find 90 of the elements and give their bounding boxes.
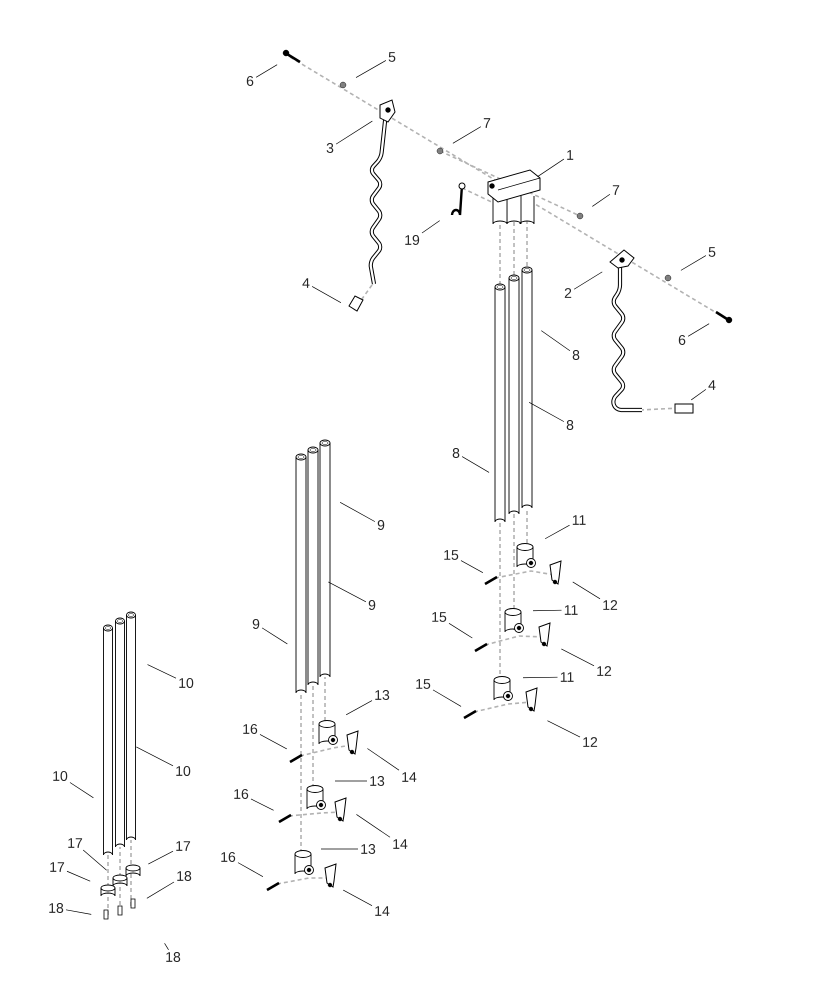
callout-number: 8 [452, 448, 460, 458]
callout-number: 7 [484, 118, 490, 128]
callout-number: 18 [166, 952, 180, 962]
callout-number: 5 [388, 52, 396, 62]
callout-number: 15 [416, 679, 430, 689]
leader-line [148, 850, 174, 864]
callout-number: 15 [432, 612, 446, 622]
leader-line [528, 402, 564, 422]
callout-number: 8 [572, 350, 580, 360]
leader-line [574, 272, 603, 290]
leader-line [328, 582, 366, 602]
callout-number: 3 [326, 143, 334, 153]
leader-line [136, 746, 174, 766]
leader-line [592, 194, 610, 207]
callout-number: 4 [302, 278, 310, 288]
callout-number: 10 [176, 766, 190, 776]
leader-line [680, 255, 706, 271]
leader-line [66, 870, 91, 882]
leader-line [70, 782, 94, 798]
callout-number: 2 [564, 288, 572, 298]
callout-number: 11 [564, 605, 578, 615]
callout-number: 18 [177, 871, 192, 881]
leader-line [422, 220, 440, 234]
callout-number: 16 [221, 852, 236, 862]
leader-line [356, 814, 390, 838]
callout-number: 13 [370, 776, 384, 786]
callout-number: 16 [243, 724, 258, 734]
leader-line [342, 890, 372, 906]
callout-number: 1 [567, 150, 574, 160]
callout-number: 11 [572, 515, 586, 525]
callout-number: 11 [560, 672, 574, 682]
callout-number: 13 [375, 690, 390, 700]
callout-number: 14 [402, 772, 416, 782]
leader-line [432, 690, 462, 707]
callout-number: 17 [68, 838, 82, 848]
callout-number: 8 [566, 420, 574, 430]
callout-number: 10 [53, 771, 68, 781]
callout-number: 18 [49, 903, 64, 913]
callout-number: 4 [708, 380, 716, 390]
leader-line [356, 60, 386, 78]
leader-line [312, 286, 342, 303]
leader-line [688, 323, 710, 337]
callout-number: 9 [368, 600, 376, 610]
callout-number: 17 [176, 841, 190, 851]
callout-number: 17 [50, 862, 64, 872]
callout-number: 16 [234, 789, 248, 799]
callout-number: 12 [597, 666, 612, 676]
callout-number: 6 [678, 335, 686, 345]
callout-number: 9 [252, 619, 260, 629]
callout-number: 15 [444, 550, 458, 560]
leader-line [320, 848, 358, 850]
callout-number: 5 [708, 247, 716, 257]
leader-line [367, 748, 400, 771]
leader-line [238, 862, 264, 877]
callout-number: 14 [393, 839, 408, 849]
leader-line [452, 126, 482, 144]
callout-number: 19 [405, 235, 420, 245]
leader-line [532, 610, 562, 612]
leader-line [336, 120, 373, 144]
leader-line [262, 628, 288, 644]
leader-line [334, 780, 368, 782]
leader-line [346, 700, 372, 716]
leader-line [462, 456, 490, 473]
leader-line [560, 648, 594, 666]
leader-line [547, 720, 580, 738]
callout-number: 10 [179, 678, 194, 688]
callout-number: 13 [361, 844, 376, 854]
callout-number: 6 [246, 76, 254, 86]
leader-line [544, 524, 570, 540]
leader-line [690, 389, 706, 400]
callout-number: 12 [583, 737, 598, 747]
leader-line [250, 798, 274, 811]
callout-number: 12 [603, 600, 618, 610]
callout-number: 9 [378, 520, 384, 530]
leader-line [147, 664, 176, 679]
leader-line [66, 909, 92, 915]
leader-line [340, 502, 376, 522]
callout-number: 14 [375, 906, 390, 916]
leader-line [460, 560, 484, 574]
leader-line [256, 64, 278, 78]
leader-line [146, 882, 174, 899]
leader-line [572, 582, 600, 600]
leader-line [522, 676, 558, 678]
leader-line [164, 943, 169, 950]
callout-number: 7 [612, 185, 620, 195]
leader-line [260, 734, 288, 750]
leader-line [537, 158, 564, 178]
leader-line [82, 850, 107, 871]
leader-line [448, 622, 473, 638]
leader-line [540, 330, 570, 352]
